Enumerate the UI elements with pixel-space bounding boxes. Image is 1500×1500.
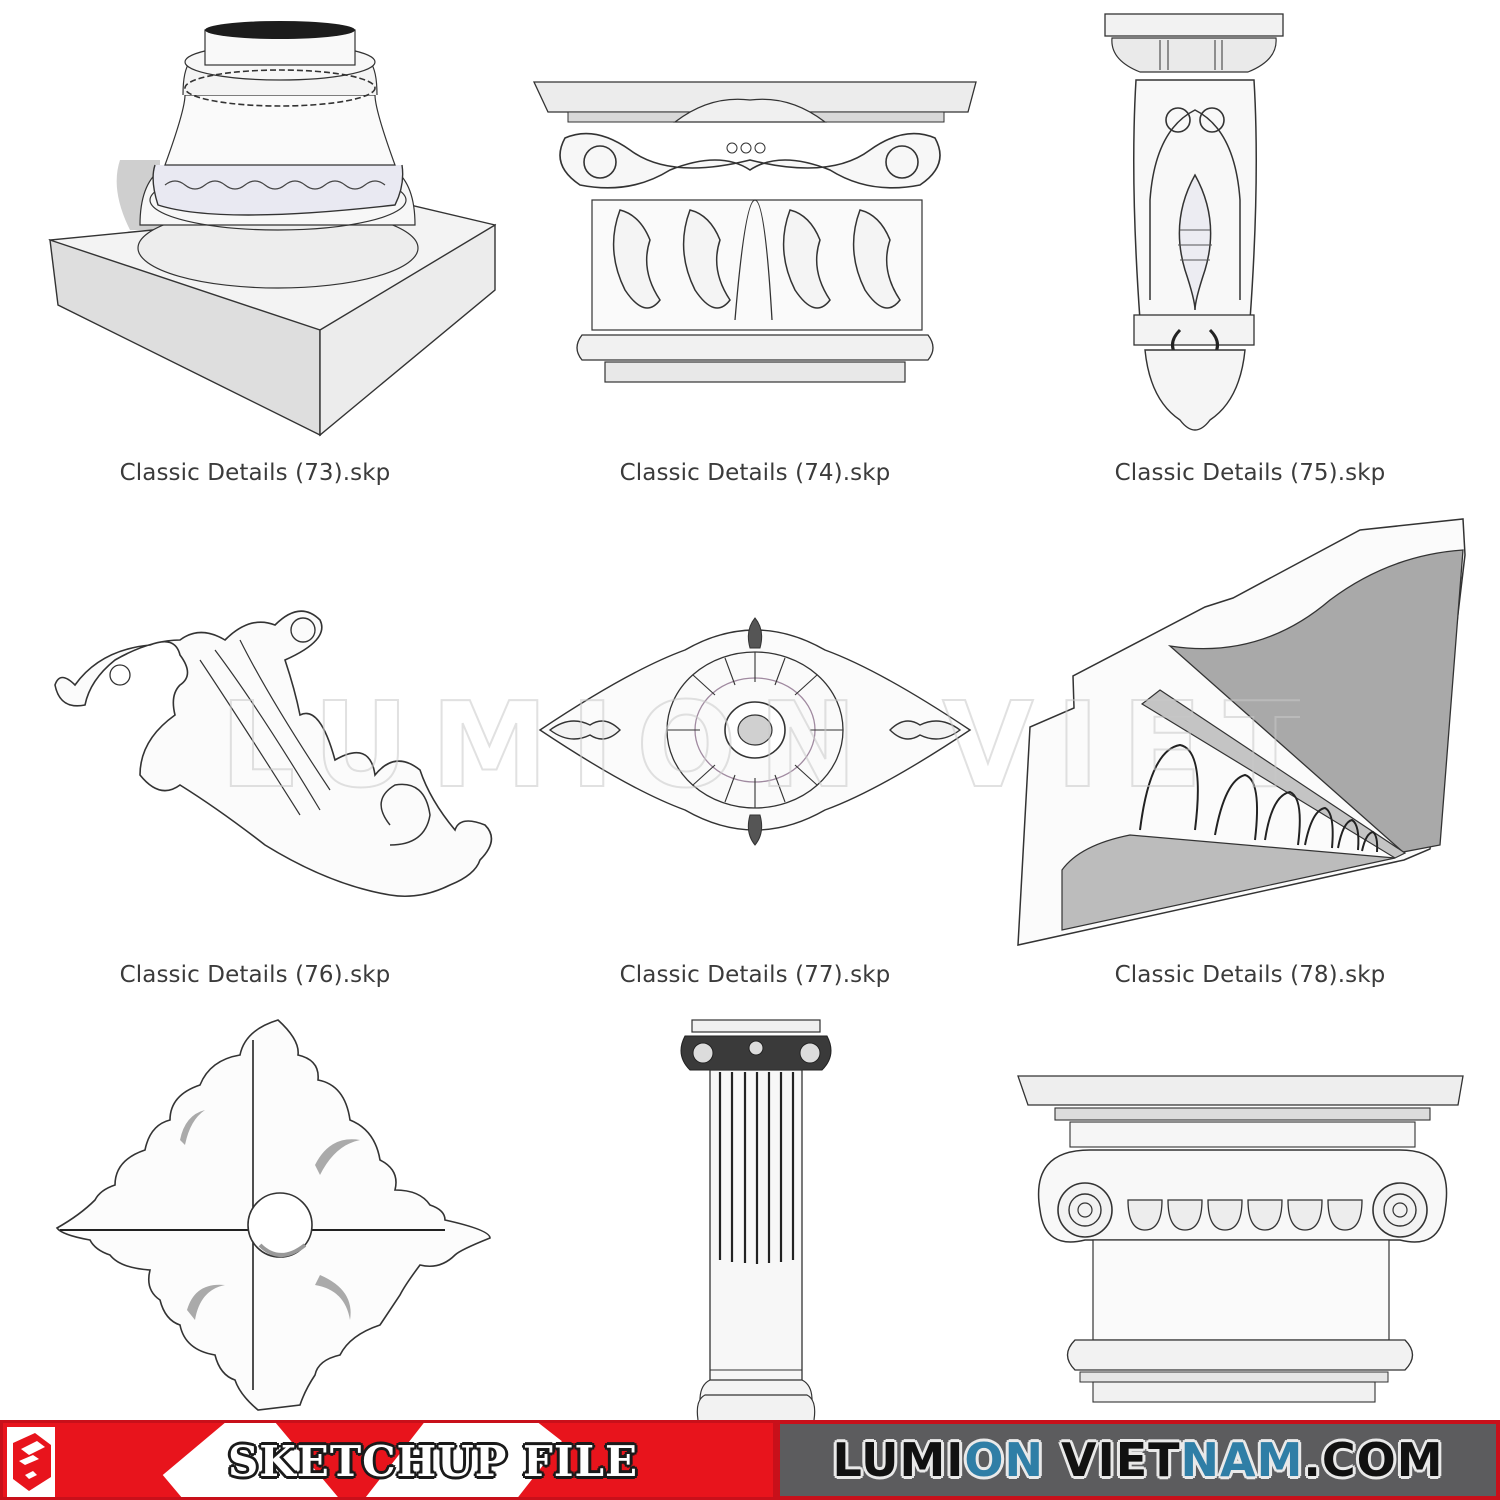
- brand-part: N: [1004, 1433, 1044, 1487]
- rosette-thumbnail: [55, 1019, 491, 1411]
- gallery-item-73[interactable]: Classic Details (73).skp: [0, 0, 510, 500]
- brand-part: LUMI: [832, 1433, 965, 1487]
- file-caption: Classic Details (78).skp: [1114, 962, 1386, 988]
- file-caption: Classic Details (73).skp: [119, 460, 391, 486]
- column-base-thumbnail: [48, 21, 497, 437]
- gallery-item-ionic-capital[interactable]: [1000, 1000, 1500, 1420]
- file-caption: Classic Details (74).skp: [619, 460, 891, 486]
- model-gallery: Classic Details (73).skp Classic Details…: [0, 0, 1500, 1420]
- pilaster-capital-thumbnail: [532, 81, 977, 383]
- gallery-item-77[interactable]: Classic Details (77).skp: [510, 500, 1000, 1000]
- file-caption: Classic Details (76).skp: [119, 962, 391, 988]
- gallery-item-76[interactable]: Classic Details (76).skp: [0, 500, 510, 1000]
- sketchup-logo-icon: [7, 1427, 55, 1497]
- gallery-item-74[interactable]: Classic Details (74).skp: [510, 0, 1000, 500]
- corbel-thumbnail: [1104, 13, 1284, 431]
- brand-logo-text: LUMION VIETNAM.COM: [780, 1424, 1496, 1496]
- sketchup-file-banner: SKETCHUP FILE: [0, 1420, 776, 1500]
- brand-part: O: [964, 1433, 1005, 1487]
- file-caption: Classic Details (75).skp: [1114, 460, 1386, 486]
- brand-part: .COM: [1303, 1433, 1444, 1487]
- footer-banner: SKETCHUP FILE LUMION VIETNAM.COM: [0, 1420, 1500, 1500]
- ionic-capital-thumbnail: [1017, 1075, 1464, 1403]
- gallery-item-column[interactable]: [510, 1000, 1000, 1420]
- gallery-item-78[interactable]: Classic Details (78).skp: [1000, 500, 1500, 1000]
- ionic-column-thumbnail: [680, 1019, 832, 1420]
- gallery-item-75[interactable]: Classic Details (75).skp: [1000, 0, 1500, 500]
- acanthus-scroll-thumbnail: [54, 610, 493, 898]
- file-caption: Classic Details (77).skp: [619, 962, 891, 988]
- brand-part: VIET: [1044, 1433, 1181, 1487]
- sketchup-file-label: SKETCHUP FILE: [227, 1437, 639, 1486]
- ceiling-medallion-thumbnail: [538, 617, 972, 846]
- lumion-vietnam-banner: LUMION VIETNAM.COM: [776, 1420, 1500, 1500]
- gallery-item-rosette[interactable]: [0, 1000, 510, 1420]
- brand-part: NAM: [1180, 1433, 1304, 1487]
- crown-molding-thumbnail: [1017, 518, 1466, 946]
